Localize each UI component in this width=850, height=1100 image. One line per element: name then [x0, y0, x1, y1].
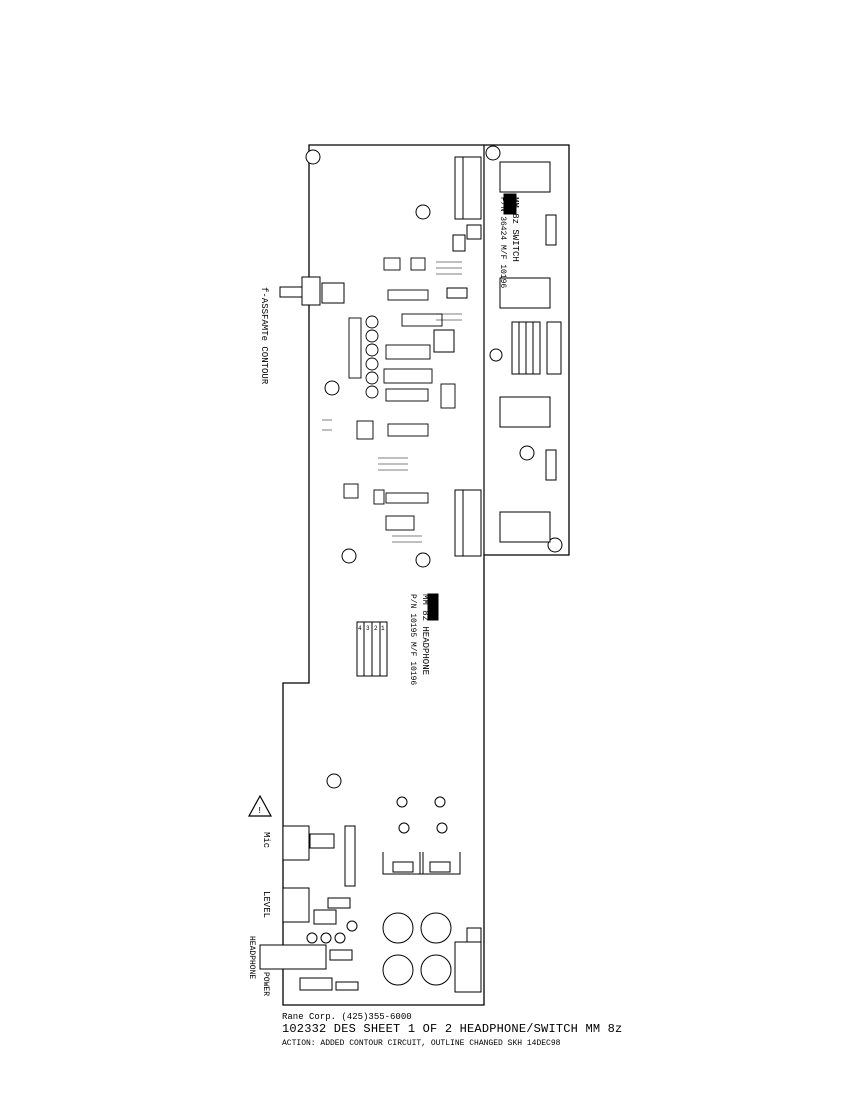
power-jack-label: POWER: [261, 972, 270, 996]
center-components: [343, 257, 456, 531]
contour-knob-label: f-ASSFAMTe CONTOUR: [259, 287, 269, 385]
small-parts: [322, 261, 462, 543]
capacitor-column: [365, 315, 379, 399]
contour-knob: [279, 276, 345, 306]
bottom-components: [259, 796, 461, 991]
edge-connectors: [433, 156, 482, 993]
headphone-board-part-number: P/N 10195 M/F 10196: [408, 594, 417, 685]
pin-label-2: 2: [374, 625, 378, 632]
mounting-holes: [305, 145, 563, 789]
drawing-title: 102332 DES SHEET 1 OF 2 HEADPHONE/SWITCH…: [282, 1022, 623, 1036]
pin-label-3: 3: [366, 625, 370, 632]
board-outline: [282, 144, 570, 1006]
headphone-board-title: MM 8z HEADPHONE: [420, 594, 430, 675]
switch-modules: [499, 161, 562, 543]
company-contact: Rane Corp. (425)355-6000: [282, 1012, 412, 1022]
level-knob-label: LEVEL: [261, 891, 271, 918]
warning-triangle-icon: [247, 794, 273, 817]
switch-board-part-number: P/N 36424 M/F 10196: [498, 197, 507, 288]
headphone-jack-label: HEADPHONE: [247, 936, 256, 979]
pin-label-4: 4: [358, 625, 362, 632]
warning-mark: !: [257, 806, 262, 816]
revision-action: ACTION: ADDED CONTOUR CIRCUIT, OUTLINE C…: [282, 1039, 561, 1048]
pin-label-1: 1: [381, 625, 385, 632]
switch-board-title: MM 8z SWITCH: [510, 197, 520, 262]
mic-jack-label: Mic: [261, 832, 271, 848]
connector-pin-table: [356, 593, 439, 677]
